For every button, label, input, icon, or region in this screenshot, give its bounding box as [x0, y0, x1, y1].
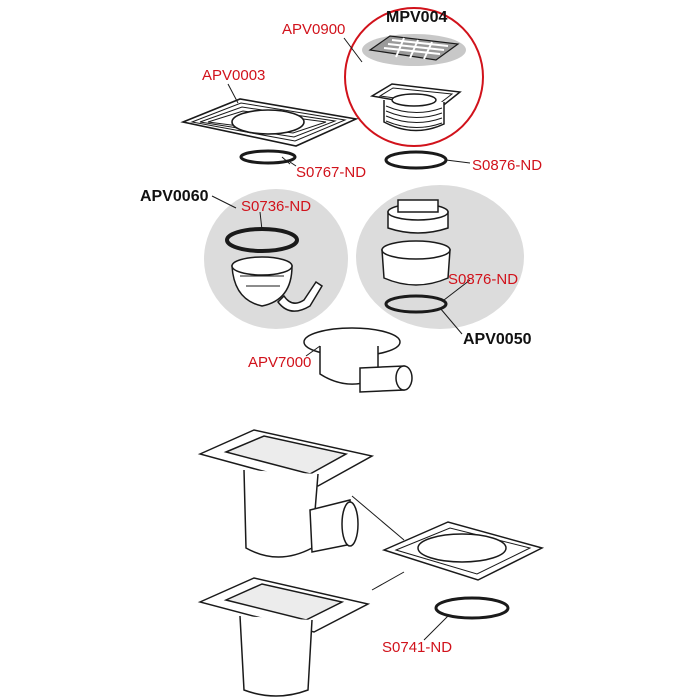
connector-line-lower — [371, 571, 405, 591]
apv0900-frame-body — [369, 83, 462, 132]
leader-lines — [211, 37, 471, 641]
assembled-drain-lower — [197, 577, 371, 697]
s0876-mid-seal-ring — [384, 294, 448, 314]
label-s0876-nd-mid: S0876-ND — [448, 271, 519, 288]
label-s0736-nd: S0736-ND — [241, 198, 312, 215]
apv0060-trap-cup — [231, 256, 293, 307]
label-s0767-nd: S0767-ND — [296, 164, 367, 181]
apv0003-flange-plate — [180, 98, 359, 147]
label-mpv004: MPV004 — [386, 9, 448, 26]
s0741-seal-ring — [434, 596, 510, 620]
mpv004-grate — [362, 34, 466, 66]
label-apv0900: APV0900 — [282, 21, 346, 38]
s0876-top-seal-ring — [384, 150, 448, 170]
label-apv0060: APV0060 — [140, 188, 209, 205]
s0767-seal-ring — [239, 149, 297, 165]
connector-line-upper — [351, 495, 405, 541]
replacement-flange-plate — [381, 521, 545, 581]
apv0060-bent-tube — [277, 280, 324, 312]
label-apv0003: APV0003 — [202, 67, 266, 84]
apv0050-trap-body — [381, 240, 451, 286]
label-apv7000: APV7000 — [248, 354, 312, 371]
assembled-drain-upper — [197, 429, 375, 558]
label-s0741-nd: S0741-ND — [382, 639, 453, 656]
apv7000-drain-body — [303, 327, 413, 393]
apv0050-odour-trap-cap — [387, 199, 449, 234]
label-s0876-nd-top: S0876-ND — [472, 157, 543, 174]
label-apv0050: APV0050 — [463, 331, 532, 348]
